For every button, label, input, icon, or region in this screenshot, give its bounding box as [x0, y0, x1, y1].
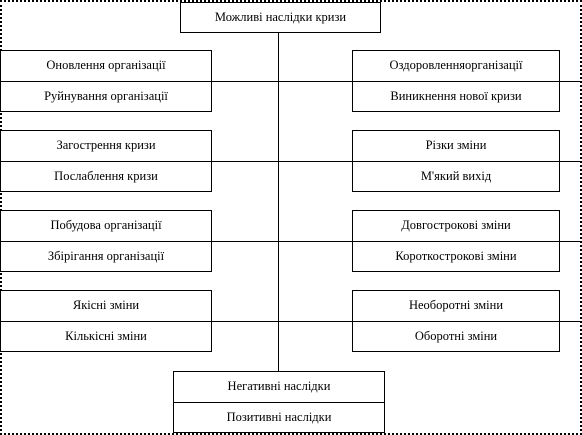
left-box-4-top: Якісні зміни [72, 298, 140, 313]
right-box-3-top: Довгострокові зміни [401, 218, 511, 233]
right-box-3: Довгострокові зміни Короткострокові змін… [352, 210, 560, 272]
left-box-1: Оновлення організації Руйнування організ… [0, 50, 212, 112]
vertical-trunk-line [278, 33, 279, 372]
title-box: Можливі наслідки кризи [180, 2, 381, 33]
left-box-2: Загострення кризи Послаблення кризи [0, 130, 212, 192]
bottom-box-top: Негативні наслідки [227, 379, 331, 394]
right-box-4: Необоротні зміни Оборотні зміни [352, 290, 560, 352]
diagram-title: Можливі наслідки кризи [214, 10, 347, 24]
connector-row-3 [0, 241, 582, 242]
right-box-1: Оздоровленняорганізації Виникнення нової… [352, 50, 560, 112]
left-box-1-bottom: Руйнування організації [1, 80, 211, 112]
right-box-2-bottom: М'який вихід [353, 160, 559, 192]
right-box-2: Різки зміни М'який вихід [352, 130, 560, 192]
connector-row-2 [0, 161, 582, 162]
right-box-2-top: Різки зміни [425, 138, 487, 153]
left-box-1-top: Оновлення організації [46, 58, 166, 73]
left-box-4: Якісні зміни Кількісні зміни [0, 290, 212, 352]
bottom-box-bottom: Позитивні наслідки [174, 401, 384, 433]
left-box-2-top: Загострення кризи [56, 138, 156, 153]
connector-row-4 [0, 321, 582, 322]
right-box-4-top: Необоротні зміни [408, 298, 504, 313]
right-box-3-bottom: Короткострокові зміни [353, 240, 559, 272]
left-box-3-top: Побудова організації [50, 218, 162, 233]
right-box-1-bottom: Виникнення нової кризи [353, 80, 559, 112]
left-box-3: Побудова організації Збірігання організа… [0, 210, 212, 272]
bottom-box: Негативні наслідки Позитивні наслідки [173, 371, 385, 433]
right-box-1-top: Оздоровленняорганізації [389, 58, 523, 73]
connector-row-1 [0, 81, 582, 82]
right-box-4-bottom: Оборотні зміни [353, 320, 559, 352]
left-box-3-bottom: Збірігання організації [1, 240, 211, 272]
left-box-4-bottom: Кількісні зміни [1, 320, 211, 352]
left-box-2-bottom: Послаблення кризи [1, 160, 211, 192]
